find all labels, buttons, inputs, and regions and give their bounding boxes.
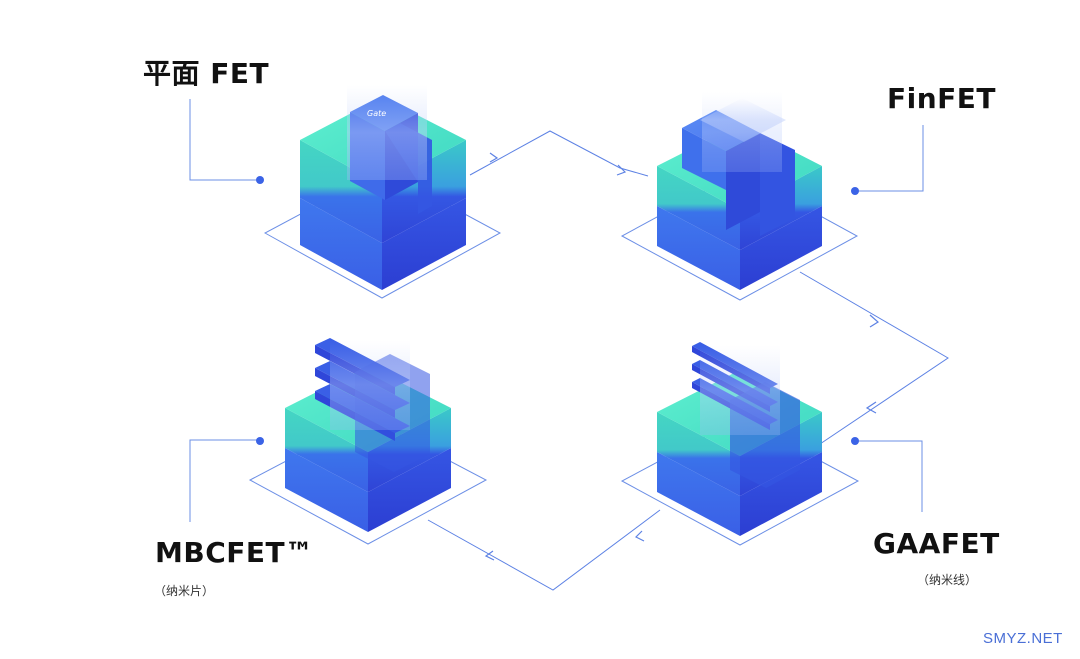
dot-icon [851, 187, 859, 195]
gate-label: Gate [367, 109, 386, 118]
finfet-label: FinFET [887, 82, 997, 115]
dot-icon [851, 437, 859, 445]
gate-beam [700, 345, 780, 435]
flow-line-finfet-to-gaafet [799, 271, 949, 445]
planar-fet-illustration: Gate [263, 85, 502, 299]
gate-beam [330, 340, 410, 430]
gaafet-label: GAAFET [873, 527, 1000, 560]
mbcfet-sublabel: （纳米片） [154, 584, 215, 598]
mbcfet-illustration [248, 338, 488, 545]
watermark: SMYZ.NET [983, 630, 1063, 647]
gate-beam [702, 92, 782, 172]
flow-line-planar-to-finfet [469, 130, 649, 177]
leader-gaafet [855, 440, 923, 512]
gaafet-sublabel: （纳米线） [917, 573, 978, 587]
arrow-icon [489, 152, 499, 163]
leader-finfet [855, 125, 924, 192]
mbcfet-label: MBCFET™ [155, 536, 314, 569]
dot-icon [256, 176, 264, 184]
leader-dots [256, 176, 859, 445]
planar-fet-label: 平面 FET [143, 57, 270, 90]
leader-mbcfet [189, 439, 260, 522]
leader-planar [189, 99, 260, 181]
leader-lines [189, 99, 924, 522]
arrow-icon [634, 530, 645, 542]
gate-beam [347, 85, 427, 180]
flow-arrows [484, 152, 880, 561]
gaafet-illustration [620, 342, 860, 546]
dot-icon [256, 437, 264, 445]
flow-lines [427, 130, 949, 591]
arrow-icon [616, 164, 627, 176]
arrow-icon [484, 550, 495, 561]
finfet-illustration [620, 92, 859, 301]
arrow-icon [865, 401, 877, 414]
flow-line-gaafet-to-mbcfet [427, 509, 661, 591]
arrow-icon [869, 314, 880, 328]
